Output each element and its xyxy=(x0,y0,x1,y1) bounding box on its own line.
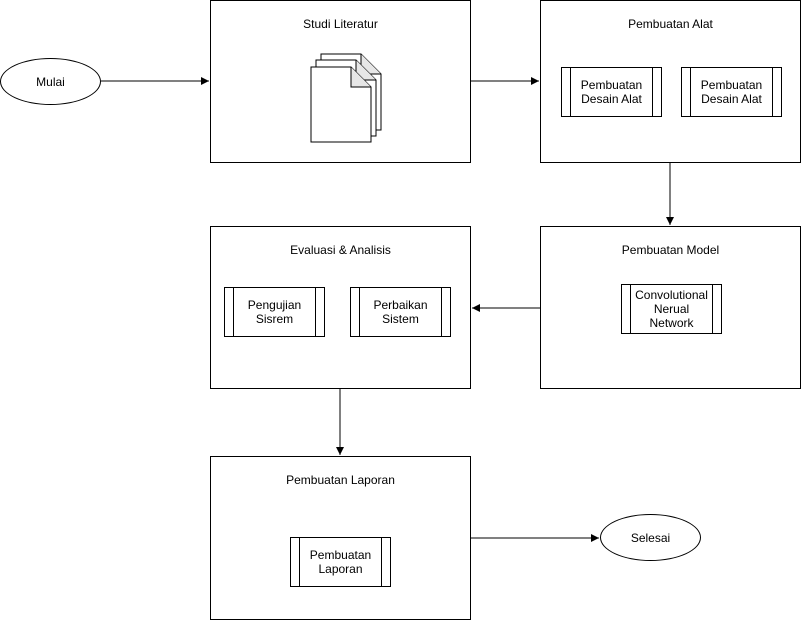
subprocess-perbaikan-sistem: Perbaikan Sistem xyxy=(350,287,451,337)
pembuatan-model-box: Pembuatan Model Convolutional Nerual Net… xyxy=(540,226,801,389)
subprocess-pembuatan-laporan: Pembuatan Laporan xyxy=(290,537,391,587)
subprocess-pembuatan-desain-alat-1: Pembuatan Desain Alat xyxy=(561,67,662,117)
pembuatan-alat-box: Pembuatan Alat Pembuatan Desain Alat Pem… xyxy=(540,0,801,163)
subprocess-convolutional-neural-network: Convolutional Nerual Network xyxy=(621,284,722,334)
evaluasi-analisis-box: Evaluasi & Analisis Pengujian Sisrem Per… xyxy=(210,226,471,389)
pembuatan-model-title: Pembuatan Model xyxy=(621,243,720,257)
multiple-documents-icon xyxy=(310,53,382,143)
start-node: Mulai xyxy=(0,58,101,105)
pembuatan-laporan-box: Pembuatan Laporan Pembuatan Laporan xyxy=(210,456,471,620)
studi-literatur-title: Studi Literatur xyxy=(303,17,378,31)
studi-literatur-box: Studi Literatur xyxy=(210,0,471,163)
evaluasi-analisis-title: Evaluasi & Analisis xyxy=(290,243,391,257)
subprocess-pengujian-sistem: Pengujian Sisrem xyxy=(224,287,325,337)
pembuatan-laporan-title: Pembuatan Laporan xyxy=(286,473,395,487)
pembuatan-alat-title: Pembuatan Alat xyxy=(628,17,713,31)
subprocess-pembuatan-desain-alat-2: Pembuatan Desain Alat xyxy=(681,67,782,117)
end-node: Selesai xyxy=(600,514,701,561)
